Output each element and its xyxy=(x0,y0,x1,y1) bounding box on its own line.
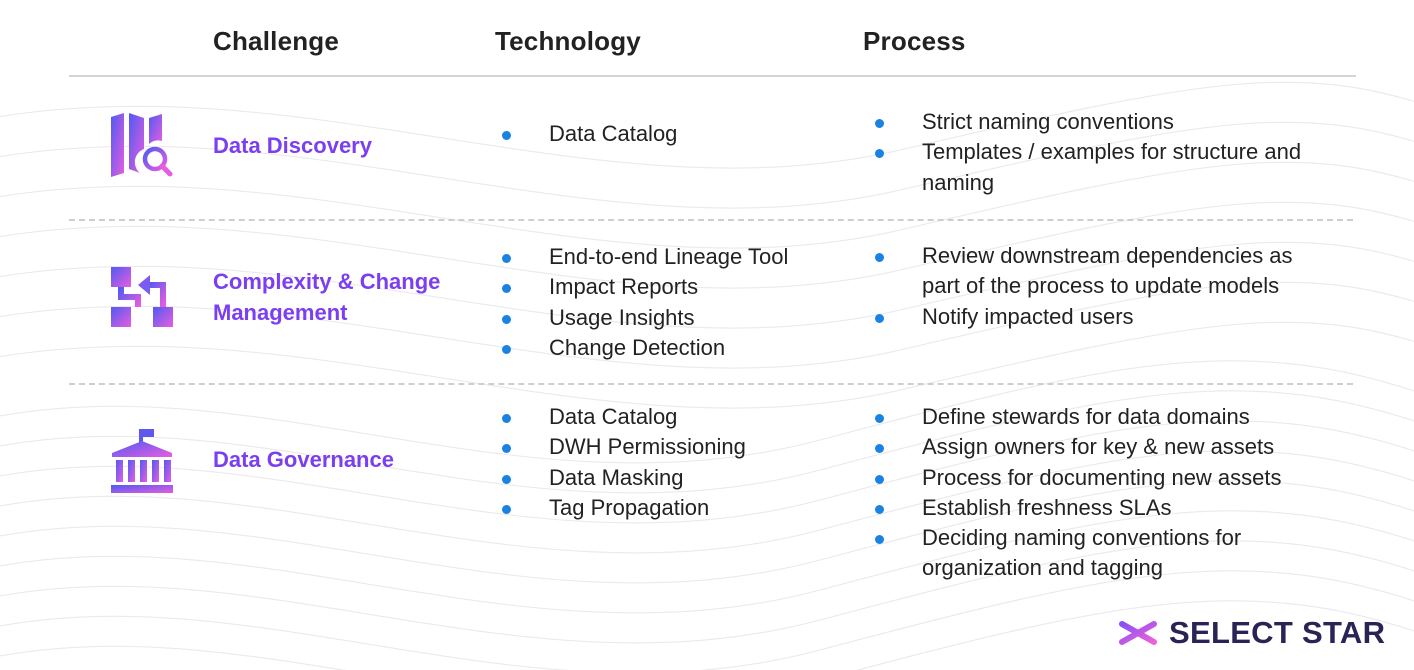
list-item: Data Catalog xyxy=(502,119,849,149)
list-item: Templates / examples for structure and n… xyxy=(875,137,1312,198)
list-item: Data Masking xyxy=(502,463,849,493)
column-header-technology: Technology xyxy=(495,26,641,56)
map-search-icon xyxy=(111,113,173,177)
list-item: Impact Reports xyxy=(502,272,849,302)
logo-wordmark: SELECT STAR xyxy=(1169,615,1386,650)
institution-flag-icon xyxy=(111,429,173,493)
list-item: Deciding naming conventions for organiza… xyxy=(875,523,1312,584)
list-item: Process for documenting new assets xyxy=(875,463,1312,493)
column-header-process: Process xyxy=(863,26,966,56)
list-item: Notify impacted users xyxy=(875,302,1312,332)
change-flow-icon xyxy=(111,267,173,327)
row-divider xyxy=(69,219,1353,221)
challenge-title-data-discovery: Data Discovery xyxy=(213,133,372,158)
technology-list-data-governance: Data Catalog DWH Permissioning Data Mask… xyxy=(502,402,849,523)
list-item: Review downstream dependencies as part o… xyxy=(875,241,1312,302)
process-list-complexity: Review downstream dependencies as part o… xyxy=(875,241,1312,332)
row-divider xyxy=(69,383,1353,385)
select-star-logo: SELECT STAR xyxy=(1117,612,1385,654)
list-item: DWH Permissioning xyxy=(502,432,849,462)
list-item: Data Catalog xyxy=(502,402,849,432)
technology-list-complexity: End-to-end Lineage Tool Impact Reports U… xyxy=(502,242,849,363)
list-item: Assign owners for key & new assets xyxy=(875,432,1312,462)
list-item: Usage Insights xyxy=(502,303,849,333)
column-header-challenge: Challenge xyxy=(213,26,340,56)
list-item: Change Detection xyxy=(502,333,849,363)
header-divider xyxy=(69,75,1356,77)
list-item: Establish freshness SLAs xyxy=(875,493,1312,523)
list-item: Tag Propagation xyxy=(502,493,849,523)
process-list-data-discovery: Strict naming conventions Templates / ex… xyxy=(875,107,1312,198)
list-item: Strict naming conventions xyxy=(875,107,1312,137)
list-item: Define stewards for data domains xyxy=(875,402,1312,432)
challenge-title-data-governance: Data Governance xyxy=(213,447,394,472)
process-list-data-governance: Define stewards for data domains Assign … xyxy=(875,402,1312,584)
asterisk-star-icon xyxy=(1119,613,1157,653)
challenge-title-complexity-change-management: Complexity & Change Management xyxy=(213,269,441,325)
technology-list-data-discovery: Data Catalog xyxy=(502,119,849,149)
list-item: End-to-end Lineage Tool xyxy=(502,242,849,272)
